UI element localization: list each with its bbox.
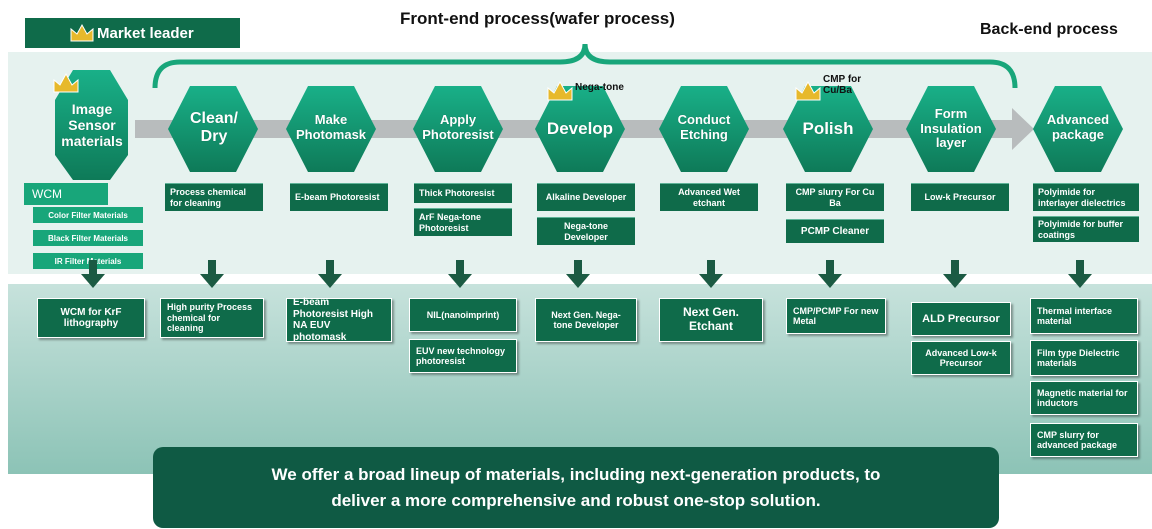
hex-etching [659,86,749,172]
low-k-precursor: Low-k Precursor [911,183,1009,211]
back-end-title: Back-end process [980,21,1118,38]
wcm-tag: WCM [24,183,108,205]
flow-arrow-head [1012,108,1034,150]
color-filter-materials: Color Filter Materials [33,207,143,223]
cmp-slurry-cu-ba: CMP slurry For Cu Ba [786,183,884,211]
stage-clean-dry: Clean/ Dry [189,110,238,145]
high-purity-chemical: High purity Process chemical for cleanin… [160,298,264,338]
arrow-down-icon [448,260,472,288]
arrow-down-icon [81,260,105,288]
arrow-down-icon [1068,260,1092,288]
nega-tone-badge: Nega-tone [575,82,624,93]
black-filter-materials: Black Filter Materials [33,230,143,246]
legend-label: Market leader [97,25,194,42]
stage-make-photomask: Make Photomask [295,112,367,142]
stage-develop: Develop [546,119,614,139]
stage-advanced-package: Advanced package [1046,112,1110,142]
stage-conduct-etching: Conduct Etching [677,112,731,142]
thermal-interface: Thermal interface material [1030,298,1138,334]
ald-precursor: ALD Precursor [911,302,1011,336]
hex-photomask [286,86,376,172]
stage-apply-photoresist: Apply Photoresist [422,112,494,142]
cmp-pcmp-new-metal: CMP/PCMP For new Metal [786,298,886,334]
next-gen-nega-tone: Next Gen. Nega-tone Developer [535,298,637,342]
arrow-down-icon [699,260,723,288]
crown-icon [53,72,79,93]
alkaline-developer: Alkaline Developer [537,183,635,211]
magnetic-material: Magnetic material for inductors [1030,381,1138,415]
next-gen-etchant: Next Gen. Etchant [659,298,763,342]
process-chemical-cleaning: Process chemical for cleaning [165,183,263,211]
stage-polish: Polish [802,119,854,139]
hex-photoresist [413,86,503,172]
hex-polish [783,86,873,172]
cmp-slurry-package: CMP slurry for advanced package [1030,423,1138,457]
front-end-title: Front-end process(wafer process) [400,9,675,28]
callout-line-1: We offer a broad lineup of materials, in… [271,465,881,484]
arrow-down-icon [566,260,590,288]
market-leader-legend: Market leader [25,18,240,48]
stage-image-sensor: Image Sensor materials [61,101,123,149]
polyimide-buffer: Polyimide for buffer coatings [1033,216,1139,242]
film-dielectric: Film type Dielectric materials [1030,340,1138,376]
crown-icon [547,80,573,101]
euv-new-tech: EUV new technology photoresist [409,339,517,373]
arrow-down-icon [200,260,224,288]
down-arrows [81,260,1092,288]
arrow-down-icon [818,260,842,288]
advanced-wet-etchant: Advanced Wet etchant [660,183,758,211]
arf-nega-tone-photoresist: ArF Nega-tone Photoresist [414,208,512,236]
ir-filter-materials: IR Filter Materials [33,253,143,269]
hex-image-sensor [55,70,128,180]
cmp-cu-ba-badge: CMP for Cu/Ba [823,74,862,96]
thick-photoresist: Thick Photoresist [414,183,512,203]
stage-form-insulation: Form Insulation layer [920,106,982,151]
crown-icon [795,80,821,101]
front-end-bracket [152,43,1018,89]
hex-insulation [906,86,996,172]
hex-clean [168,86,258,172]
nil-nanoimprint: NIL(nanoimprint) [409,298,517,332]
wcm-krf: WCM for KrF lithography [37,298,145,338]
arrow-down-icon [943,260,967,288]
crown-icon [70,23,94,42]
e-beam-high-na-euv: E-beam Photoresist High NA EUV photomask [286,297,392,343]
advanced-low-k: Advanced Low-k Precursor [911,341,1011,375]
hex-package [1033,86,1123,172]
summary-callout: We offer a broad lineup of materials, in… [153,447,999,528]
process-flow-diagram [53,43,1123,180]
callout-line-2: deliver a more comprehensive and robust … [331,490,821,510]
nega-tone-developer: Nega-tone Developer [537,217,635,245]
polyimide-interlayer: Polyimide for interlayer dielectrics [1033,183,1139,211]
hex-develop [535,86,625,172]
pcmp-cleaner: PCMP Cleaner [786,219,884,243]
e-beam-photoresist: E-beam Photoresist [290,183,388,211]
arrow-down-icon [318,260,342,288]
